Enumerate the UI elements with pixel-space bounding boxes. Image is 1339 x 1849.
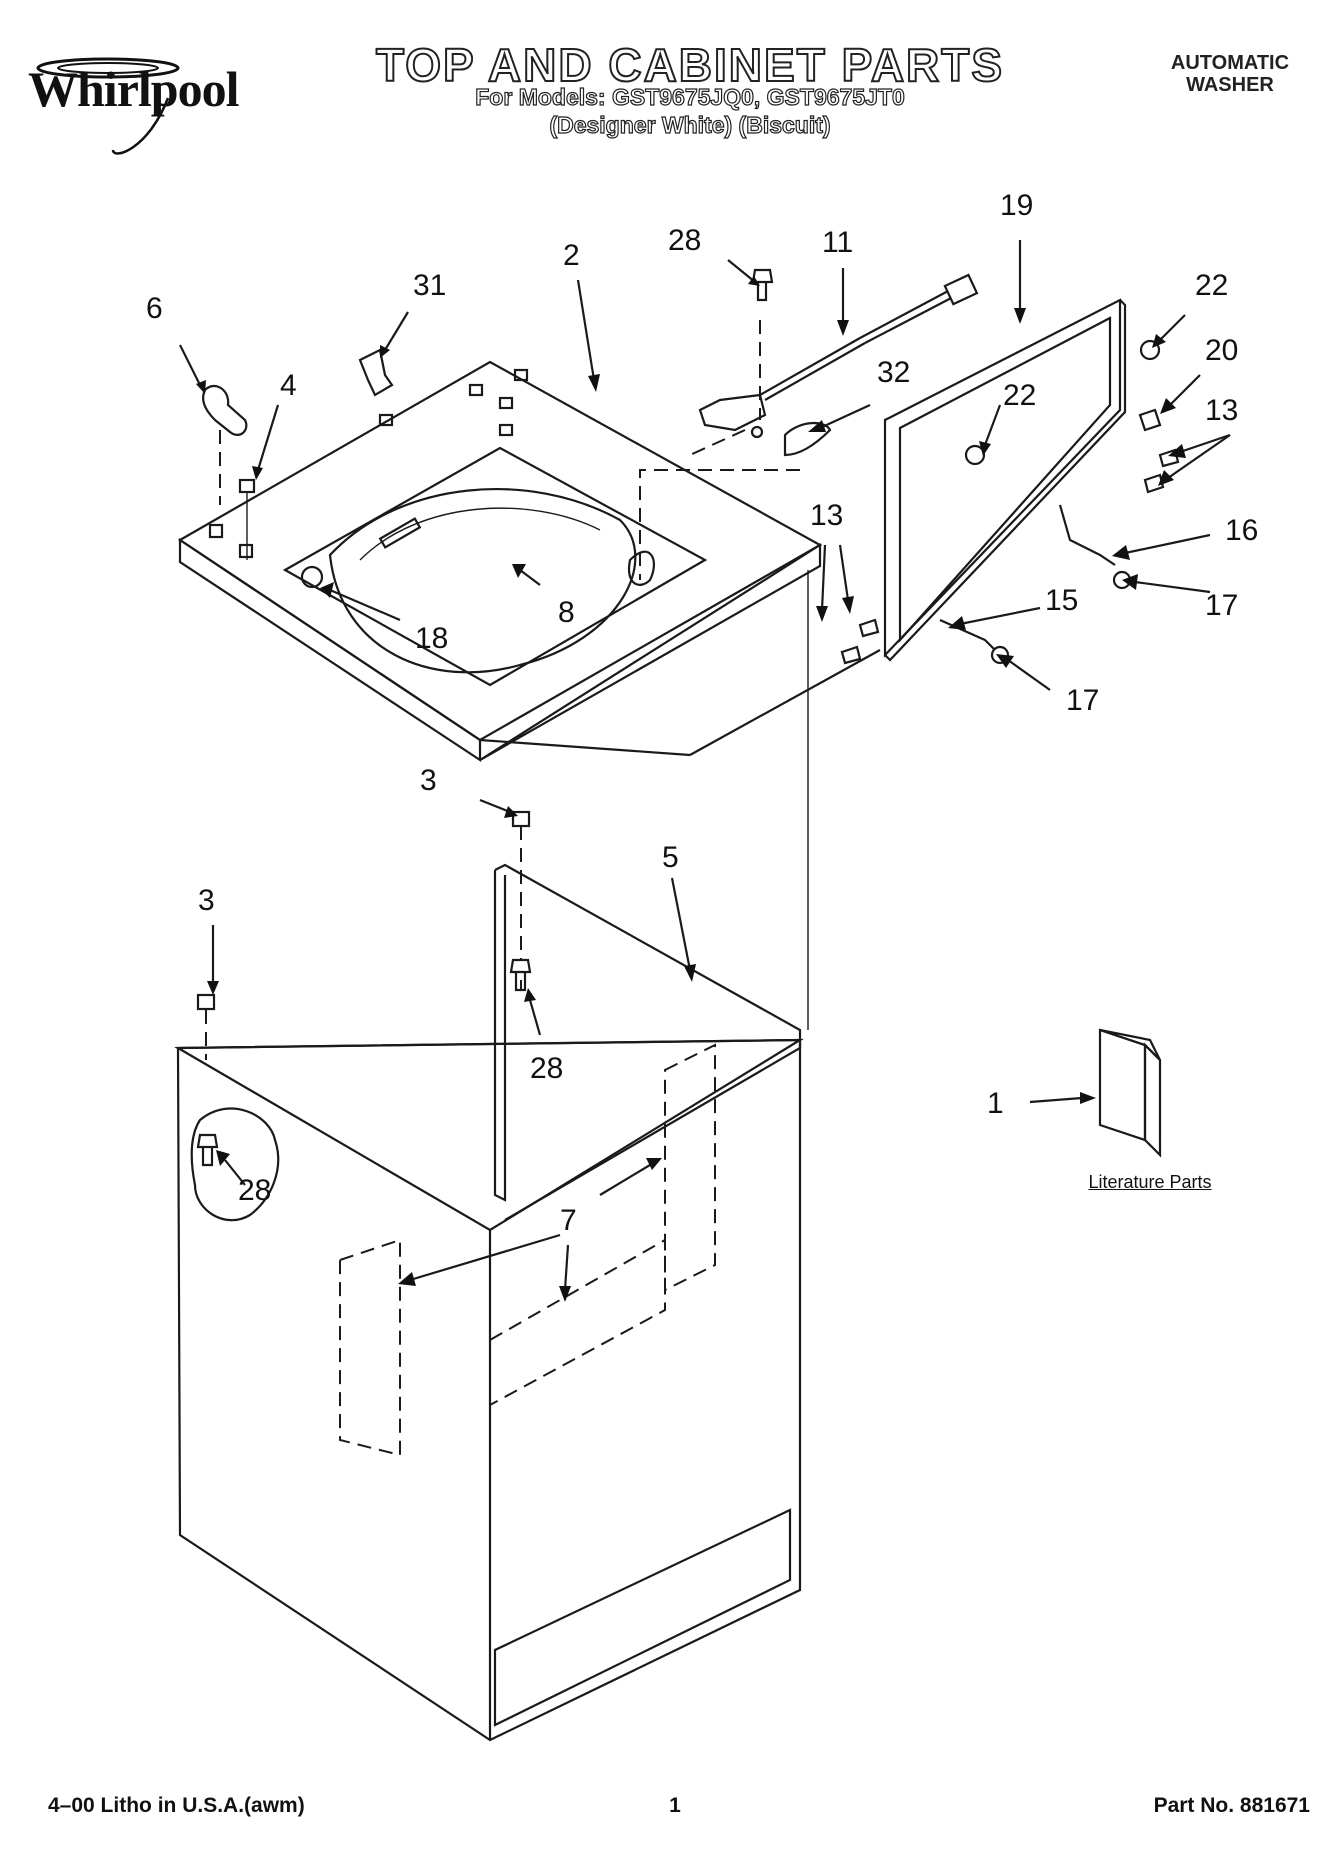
page-number: 1 (669, 1794, 681, 1817)
callout-31: 31 (413, 269, 446, 302)
callout-4: 4 (280, 369, 297, 402)
colors-line: (Designer White) (Biscuit) (549, 111, 831, 138)
callout-5: 5 (662, 841, 679, 874)
logo-swoosh-icon (36, 57, 180, 155)
console-frame-part (883, 298, 1127, 662)
callout-1: 1 (987, 1087, 1004, 1120)
retainer-part (358, 348, 394, 397)
callout-6: 6 (146, 292, 163, 325)
callout-11: 11 (822, 226, 853, 259)
callout-20: 20 (1205, 334, 1238, 367)
callout-22: 22 (1195, 269, 1228, 302)
callout-19: 19 (1000, 189, 1033, 222)
callout-2: 2 (563, 239, 580, 272)
appliance-type-line2: WASHER (1186, 74, 1274, 96)
models-line: For Models: GST9675JQ0, GST9675JT0 (475, 83, 906, 110)
part-number: Part No. 881671 (1153, 1794, 1310, 1817)
callout-7: 7 (560, 1204, 577, 1237)
clip-4-part (238, 478, 256, 494)
cabinet-part (174, 863, 804, 1742)
callout-28: 28 (530, 1052, 563, 1085)
callout-15: 15 (1045, 584, 1078, 617)
top-panel-part (177, 360, 823, 763)
brand-logo (18, 40, 268, 160)
literature-booklet-icon (1098, 1028, 1162, 1158)
appliance-type: AUTOMATIC WASHER (1130, 52, 1330, 96)
callout-13: 13 (810, 499, 843, 532)
callout-3: 3 (420, 764, 437, 797)
appliance-type-line1: AUTOMATIC (1170, 52, 1290, 74)
callout-labels: 1 2 3 3 4 5 6 7 8 11 13 13 15 16 17 17 1… (146, 189, 1258, 1237)
callout-32: 32 (877, 356, 910, 389)
callout-3: 3 (198, 884, 215, 917)
page-title: TOP AND CABINET PARTS (375, 38, 1005, 92)
hose-part (1058, 504, 1116, 566)
brand-wordmark: Whirlpool (28, 61, 239, 117)
lid-switch-harness-part (698, 273, 979, 439)
callout-28: 28 (238, 1174, 271, 1207)
clip-part (201, 384, 248, 436)
callout-16: 16 (1225, 514, 1258, 547)
footer-litho: 4–00 Litho in U.S.A.(awm) (48, 1794, 305, 1817)
callout-17: 17 (1205, 589, 1238, 622)
callout-17: 17 (1066, 684, 1099, 717)
callout-28: 28 (668, 224, 701, 257)
callout-22: 22 (1003, 379, 1036, 412)
leader-arrows (179, 240, 1231, 1302)
literature-parts-label: Literature Parts (1088, 1172, 1212, 1192)
clip-3-part (196, 993, 216, 1011)
hose-part (939, 618, 996, 651)
callout-18: 18 (415, 622, 448, 655)
callout-8: 8 (558, 596, 575, 629)
callout-13: 13 (1205, 394, 1238, 427)
